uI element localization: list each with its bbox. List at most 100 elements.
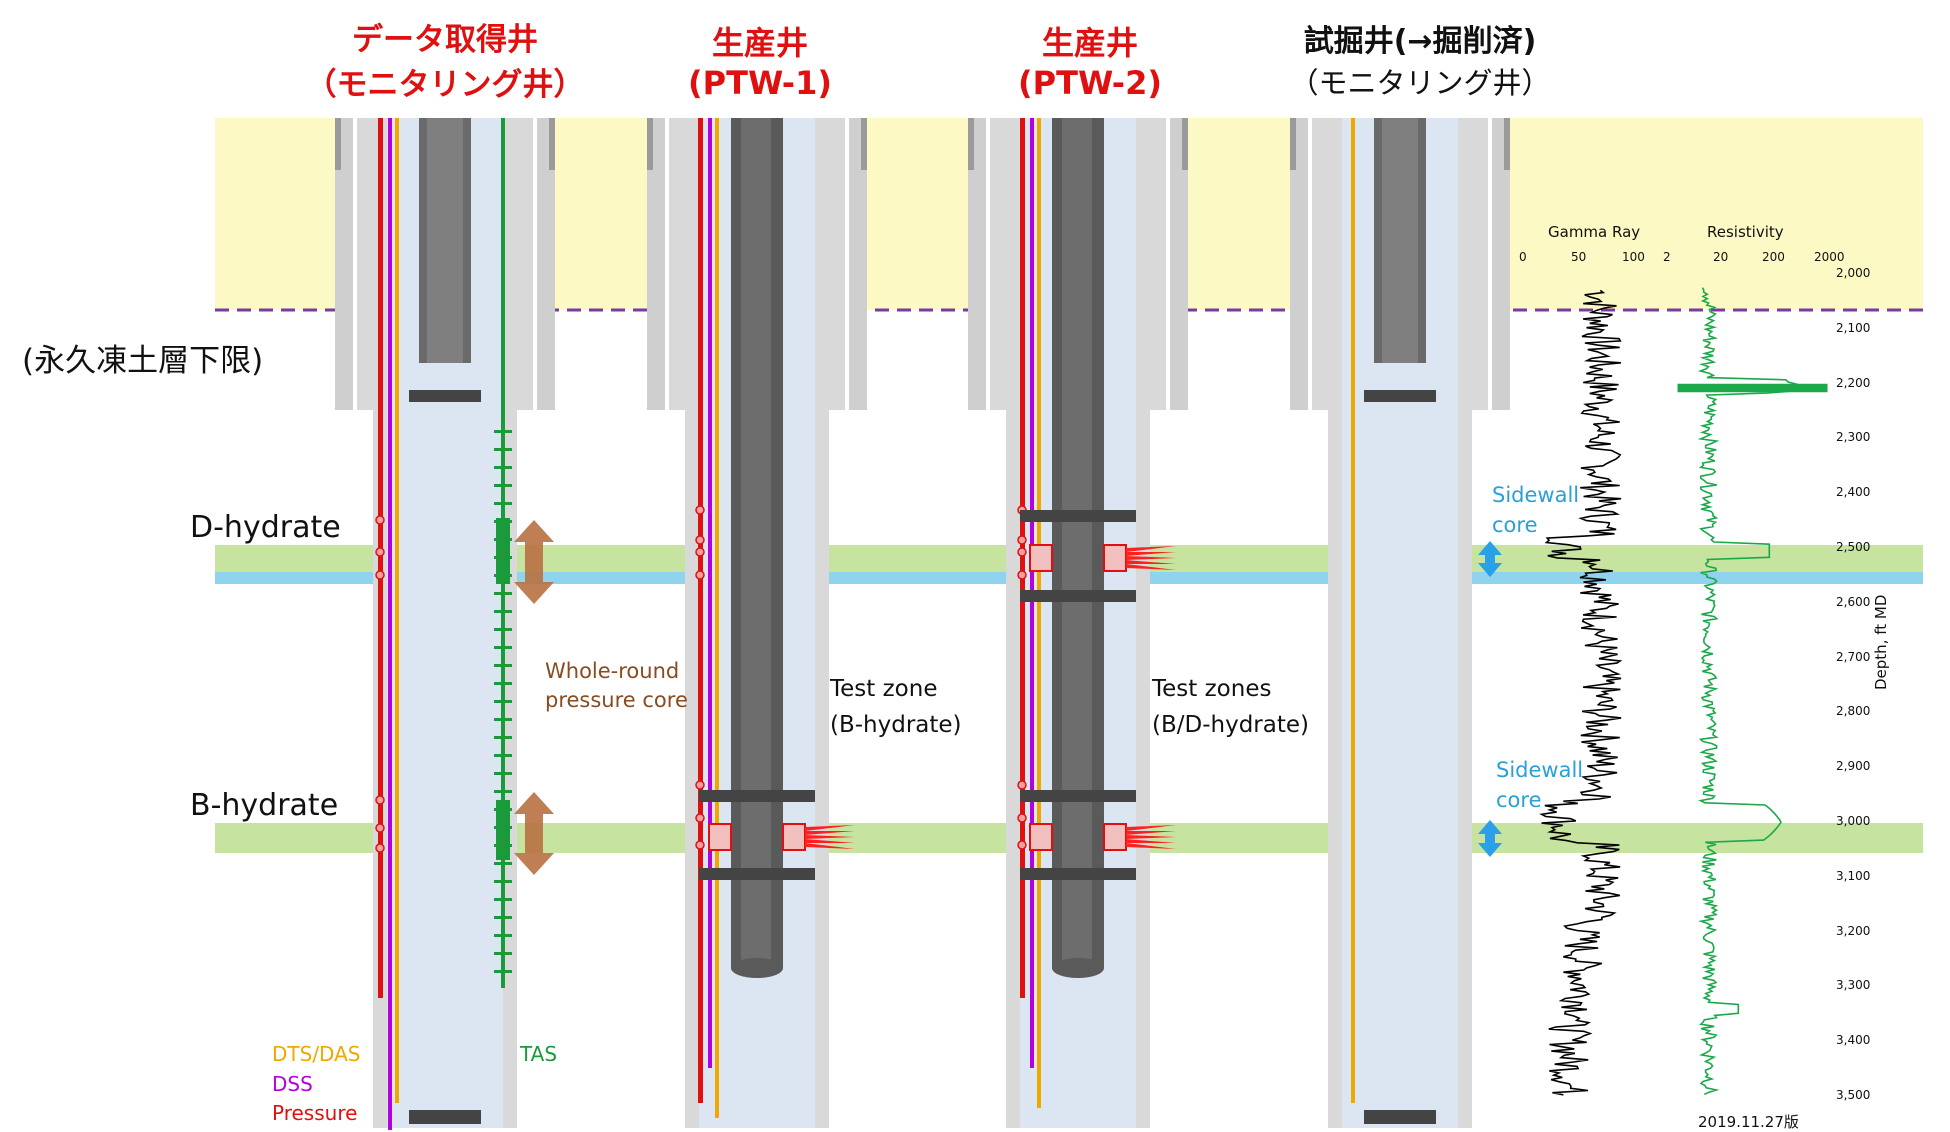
well-1-dts-line — [395, 118, 399, 1103]
res-tick-2000: 2000 — [1814, 250, 1845, 264]
well-3-perf-d-jet — [1126, 564, 1176, 570]
well-2-perf-b-jet — [805, 839, 855, 843]
test-zone-line1: Test zone — [830, 676, 938, 702]
gamma-ray-curve — [1539, 289, 1623, 1096]
well-2-tubing-end — [731, 958, 783, 978]
well-2-shoulder-l — [647, 118, 653, 170]
res-tick-200: 200 — [1762, 250, 1785, 264]
well-1-tas-sensor — [494, 682, 512, 685]
resistivity-curve — [1697, 287, 1799, 1096]
well-1-tas-sensor — [494, 718, 512, 721]
well-1-tas-sensor — [494, 934, 512, 937]
well-1-tas-sensor — [494, 880, 512, 883]
well-2-packer-top — [699, 790, 815, 802]
well-3-perf-b-jet — [1126, 835, 1176, 839]
core-arrow-d — [514, 520, 554, 604]
well-3-pressure-gauge — [1017, 535, 1027, 545]
well-2-pressure-gauge — [695, 505, 705, 515]
well-1-pressure-gauge — [375, 795, 385, 805]
well-3-perf-d-jet — [1126, 556, 1176, 560]
sidewall-lower-line1: Sidewall — [1496, 758, 1584, 782]
well-3-perf-b-jet — [1126, 839, 1176, 843]
well3-title-line2: (PTW-2) — [1018, 64, 1162, 102]
well-3-shoulder-r — [1182, 118, 1188, 170]
depth-tick-label: 2,100 — [1836, 320, 1871, 335]
well-1-tas-sensor — [494, 700, 512, 703]
well-2-pressure-gauge — [695, 813, 705, 823]
well-1-pressure-gauge — [375, 823, 385, 833]
well-4-dts-line — [1351, 118, 1355, 1103]
well3-title: 生産井 (PTW-2) — [990, 18, 1190, 102]
whole-round-line2: pressure core — [545, 688, 688, 712]
well-2-perf-b-port-r — [782, 823, 806, 851]
sidewall-core-label-lower: Sidewall core — [1496, 755, 1583, 815]
well-3-perf-d-jet — [1126, 552, 1176, 556]
depth-axis-label: Depth, ft MD — [1872, 594, 1890, 690]
depth-tick-label: 3,200 — [1836, 923, 1871, 938]
d-hydrate-label: D-hydrate — [190, 510, 341, 545]
well-1-pressure-gauge — [375, 547, 385, 557]
well-2 — [647, 118, 867, 1128]
well-3-pressure-gauge — [1017, 780, 1027, 790]
depth-tick-label: 3,100 — [1836, 868, 1871, 883]
depth-tick-label: 2,300 — [1836, 430, 1871, 445]
well-3-perf-d-jet — [1126, 560, 1176, 564]
well-1-tas-sensor — [494, 430, 512, 433]
sidewall-core-label-upper: Sidewall core — [1492, 480, 1579, 540]
well1-title-line1: データ取得井 — [352, 22, 538, 58]
well-1-tas-sensor — [494, 484, 512, 487]
well-2-pressure-gauge — [695, 535, 705, 545]
well-3-perf-b-jet — [1126, 831, 1176, 835]
well-2-pressure-gauge — [695, 547, 705, 557]
well-2-tubing-highlight — [741, 118, 771, 968]
well-3-pressure-gauge — [1017, 570, 1027, 580]
well-2-perf-b-port-l — [708, 823, 732, 851]
resistivity-title: Resistivity — [1707, 223, 1784, 241]
well-1-tas-sensor — [494, 466, 512, 469]
well-2-perf-b-jet — [805, 835, 855, 839]
well-1-tas-sensor — [494, 970, 512, 973]
well-4-tubing-highlight — [1382, 118, 1418, 363]
well-1-tas-sensor — [494, 952, 512, 955]
well2-title-line1: 生産井 — [711, 24, 808, 62]
well-1-tas-sensor — [494, 772, 512, 775]
well-1-tas-sensor — [494, 790, 512, 793]
depth-tick-label: 3,300 — [1836, 978, 1871, 993]
well1-title-line2: （モニタリング井） — [305, 67, 585, 103]
well-1-tas-sensor — [494, 502, 512, 505]
sidewall-arrow-d — [1478, 541, 1502, 577]
test-zone-label: Test zone (B-hydrate) — [830, 671, 962, 743]
test-zone-line2: (B-hydrate) — [830, 712, 962, 738]
gamma-tick-0: 0 — [1519, 250, 1527, 264]
well-2-perf-b-jet — [805, 831, 855, 835]
well-1-shoulder-l — [335, 118, 341, 170]
well-2-shoulder-r — [861, 118, 867, 170]
depth-tick-label: 3,500 — [1836, 1088, 1871, 1102]
test-zones-line1: Test zones — [1152, 676, 1272, 702]
well-1-tas-block-b — [496, 800, 510, 860]
whole-round-core-label: Whole-round pressure core — [545, 657, 688, 715]
well4-title-line1: 試掘井(→掘削済) — [1303, 24, 1537, 59]
well-1-pressure-gauge — [375, 843, 385, 853]
whole-round-line1: Whole-round — [545, 659, 680, 683]
well-1 — [335, 118, 555, 1130]
well4-title-line2: （モニタリング井） — [1289, 66, 1551, 100]
legend-dss: DSS — [272, 1072, 313, 1096]
well-1-tas-sensor — [494, 610, 512, 613]
well-3-d-packer-top — [1020, 510, 1136, 522]
permafrost-label: (永久凍土層下限) — [22, 343, 264, 379]
well-3-pressure-gauge — [1017, 547, 1027, 557]
well-2-pressure-gauge — [695, 840, 705, 850]
well1-title: データ取得井 （モニタリング井） — [305, 14, 585, 104]
well-1-tas-sensor — [494, 628, 512, 631]
well-3-perf-b-jet — [1126, 825, 1176, 831]
well-4-lower-plug — [1364, 1110, 1436, 1124]
sidewall-lower-line2: core — [1496, 788, 1542, 812]
well-3-perf-b-port-l — [1029, 823, 1053, 851]
well-2-perf-b-jet — [805, 825, 855, 831]
well-4 — [1290, 118, 1510, 1128]
well-2-dts-line — [715, 118, 719, 1118]
legend-dts: DTS/DAS — [272, 1042, 361, 1066]
well-1-lower-plug — [409, 1110, 481, 1124]
gamma-ray-title: Gamma Ray — [1548, 223, 1641, 241]
